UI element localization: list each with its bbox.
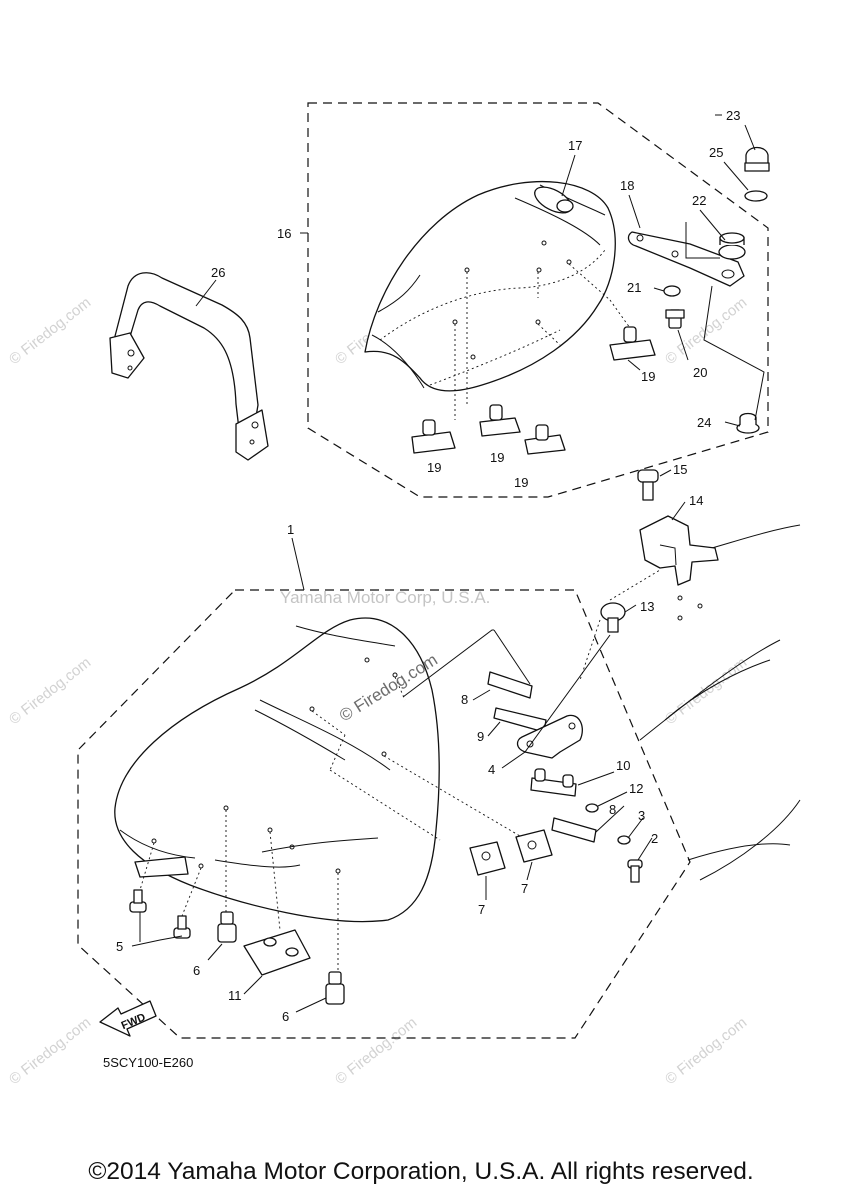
callout-5: 5 (116, 939, 123, 954)
callout-2: 2 (651, 831, 658, 846)
callout-8: 8 (461, 692, 468, 707)
washer-3 (617, 835, 631, 845)
grommet (718, 232, 746, 260)
clip-nut-7 (515, 829, 553, 863)
callout-6: 6 (193, 963, 200, 978)
watermark-corp: Yamaha Motor Corp, U.S.A. (280, 588, 490, 607)
plate-8 (487, 671, 533, 699)
seat-mount-bracket (516, 714, 583, 759)
screw-5 (173, 915, 191, 939)
clip (609, 326, 656, 361)
callout-7: 7 (521, 881, 528, 896)
callout-4: 4 (488, 762, 495, 777)
callout-12: 12 (629, 781, 643, 796)
callout-13: 13 (640, 599, 654, 614)
washer-small (663, 285, 681, 297)
leader-lines-bottom (131, 469, 686, 1013)
plate-9 (493, 707, 547, 733)
callout-16: 16 (277, 226, 291, 241)
passenger-seat (364, 180, 616, 392)
screw-5 (129, 889, 147, 913)
washer (744, 190, 768, 202)
plate-8 (551, 817, 597, 843)
callout-10: 10 (616, 758, 630, 773)
frame-outline (639, 524, 801, 881)
callout-6: 6 (282, 1009, 289, 1024)
callout-layer: 17 18 16 23 25 22 21 20 19 24 19 19 19 2… (116, 108, 740, 1024)
callout-11: 11 (228, 988, 242, 1003)
callout-24: 24 (697, 415, 711, 430)
diagram-code: 5SCY100-E260 (103, 1055, 193, 1070)
group-outline-passenger-seat (307, 102, 769, 498)
mount-bracket (639, 515, 719, 621)
damper-6 (217, 911, 237, 943)
clip (479, 404, 521, 437)
bolt-13 (600, 602, 626, 633)
callout-25: 25 (709, 145, 723, 160)
callout-26: 26 (211, 265, 225, 280)
watermark-brand: © Firedog.com (6, 294, 94, 368)
callout-20: 20 (693, 365, 707, 380)
clip-10 (530, 768, 577, 797)
callout-9: 9 (477, 729, 484, 744)
callout-18: 18 (620, 178, 634, 193)
leader-lines-top (300, 114, 765, 427)
callout-19: 19 (427, 460, 441, 475)
clip-nut-7 (469, 841, 506, 876)
copyright-notice: ©2014 Yamaha Motor Corporation, U.S.A. A… (88, 1158, 754, 1185)
bolt-15 (637, 469, 659, 501)
damper-6 (325, 971, 345, 1005)
callout-19: 19 (514, 475, 528, 490)
watermark-brand: © Firedog.com (662, 654, 750, 728)
damper-block-11 (243, 929, 311, 976)
backrest-bar (109, 272, 269, 461)
clip (411, 419, 456, 454)
callout-8: 8 (609, 802, 616, 817)
callout-19: 19 (490, 450, 504, 465)
callout-23: 23 (726, 108, 740, 123)
collar-12 (585, 803, 599, 813)
bolt (665, 309, 685, 329)
callout-3: 3 (638, 808, 645, 823)
watermark-brand: © Firedog.com (332, 1014, 420, 1088)
callout-19: 19 (641, 369, 655, 384)
callout-21: 21 (627, 280, 641, 295)
clip (524, 424, 566, 455)
callout-17: 17 (568, 138, 582, 153)
rider-seat (114, 617, 440, 923)
watermark-brand: © Firedog.com (6, 654, 94, 728)
fwd-arrow: FWD (99, 1000, 157, 1037)
seat-bracket (627, 231, 745, 287)
group-outline-rider-seat (77, 589, 691, 1039)
leader-line (195, 279, 217, 307)
callout-14: 14 (689, 493, 703, 508)
callout-1: 1 (287, 522, 294, 537)
callout-15: 15 (673, 462, 687, 477)
callout-7: 7 (478, 902, 485, 917)
watermark-brand: © Firedog.com (662, 1014, 750, 1088)
callout-22: 22 (692, 193, 706, 208)
collar (736, 412, 760, 434)
screw-2 (627, 859, 643, 883)
watermark-brand: © Firedog.com (6, 1014, 94, 1088)
cap-nut (744, 146, 770, 172)
